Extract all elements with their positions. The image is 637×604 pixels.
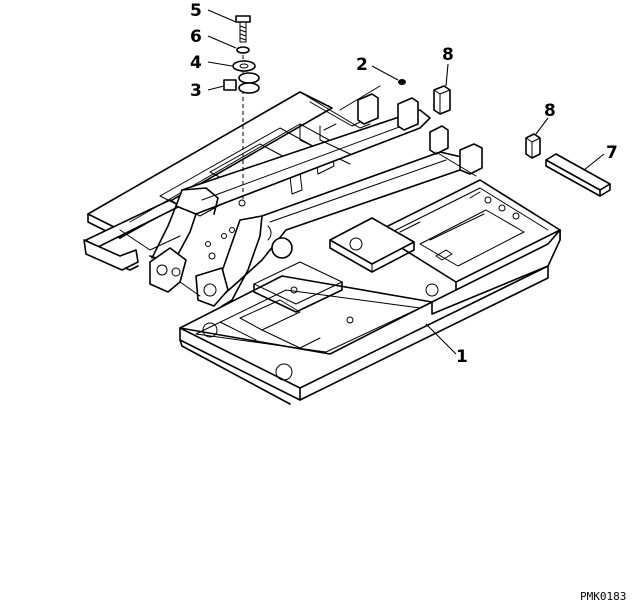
rear-left-deck <box>87 91 333 231</box>
cushion-block-lower <box>525 133 541 159</box>
callout-8-upper: 8 <box>442 45 454 65</box>
callout-8-lower: 8 <box>544 101 556 121</box>
spacer-part <box>223 72 260 94</box>
boom-foot-clevis <box>149 227 235 307</box>
cover-strip-part <box>545 153 611 197</box>
callout-5: 5 <box>190 1 202 21</box>
revolving-frame <box>83 85 561 405</box>
callout-1: 1 <box>456 347 468 367</box>
callout-labels: 5 6 4 3 2 8 8 7 1 <box>190 1 618 367</box>
plug-part <box>398 79 406 85</box>
callout-4: 4 <box>190 53 202 73</box>
callout-7: 7 <box>606 143 618 163</box>
flat-washer-part <box>232 60 256 72</box>
callout-2: 2 <box>356 55 368 75</box>
callout-3: 3 <box>190 81 202 101</box>
bolt-part <box>235 15 251 43</box>
callout-6: 6 <box>190 27 202 47</box>
spring-washer-part <box>236 46 250 54</box>
fastener-stack <box>223 15 260 200</box>
rear-mount-posts <box>319 93 483 177</box>
cushion-block-upper <box>433 85 451 115</box>
left-skid-plate <box>83 239 139 271</box>
reference-code: PMK0183 <box>580 590 626 603</box>
leader-lines <box>207 9 605 355</box>
